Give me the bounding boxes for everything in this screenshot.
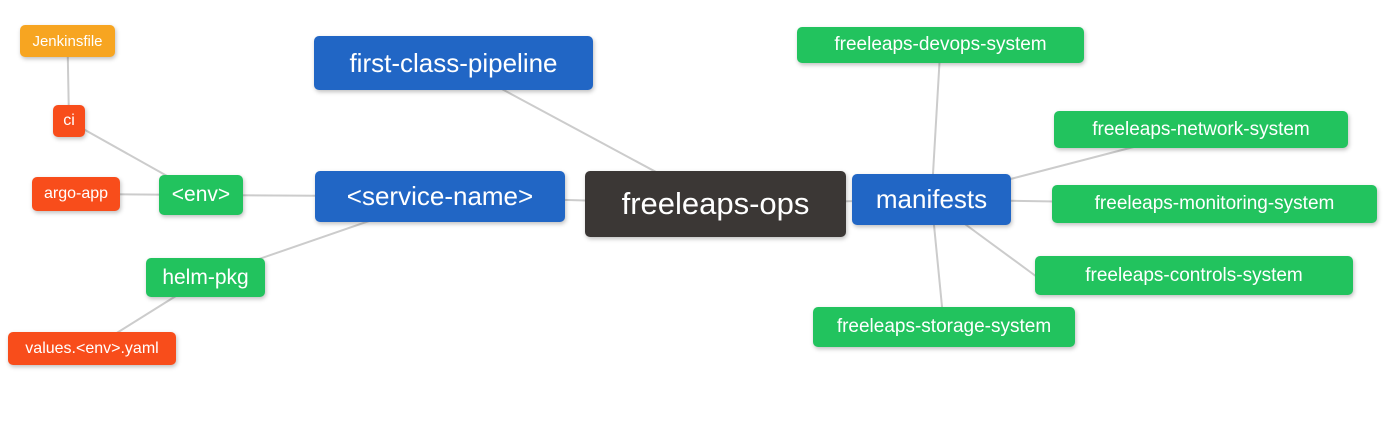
node-label-monitoring: freeleaps-monitoring-system (1094, 193, 1335, 214)
node-monitoring[interactable]: freeleaps-monitoring-system (1052, 185, 1377, 223)
node-label-env: <env> (171, 183, 231, 206)
node-label-argo-app: argo-app (43, 185, 109, 202)
node-controls[interactable]: freeleaps-controls-system (1035, 256, 1353, 295)
node-label-ci: ci (63, 112, 75, 129)
node-label-helm-pkg: helm-pkg (162, 265, 249, 289)
node-ops[interactable]: freeleaps-ops (585, 171, 846, 237)
node-label-network: freeleaps-network-system (1092, 118, 1310, 140)
node-service-name[interactable]: <service-name> (315, 171, 565, 222)
node-label-pipeline: first-class-pipeline (349, 47, 558, 78)
node-label-storage: freeleaps-storage-system (836, 316, 1052, 337)
node-label-values: values.<env>.yaml (25, 339, 159, 357)
node-storage[interactable]: freeleaps-storage-system (813, 307, 1075, 347)
node-ci[interactable]: ci (53, 105, 85, 137)
node-helm-pkg[interactable]: helm-pkg (146, 258, 265, 297)
node-jenkinsfile[interactable]: Jenkinsfile (20, 25, 115, 57)
node-label-manifests: manifests (875, 184, 988, 214)
node-devops[interactable]: freeleaps-devops-system (797, 27, 1084, 63)
node-label-devops: freeleaps-devops-system (834, 34, 1047, 55)
node-label-ops: freeleaps-ops (621, 186, 810, 221)
node-label-service-name: <service-name> (346, 181, 534, 211)
node-values[interactable]: values.<env>.yaml (8, 332, 176, 365)
node-env[interactable]: <env> (159, 175, 243, 215)
node-label-controls: freeleaps-controls-system (1085, 264, 1303, 286)
node-manifests[interactable]: manifests (852, 174, 1011, 225)
edge-devops-manifests (930, 44, 942, 201)
node-network[interactable]: freeleaps-network-system (1054, 111, 1348, 148)
node-pipeline[interactable]: first-class-pipeline (314, 36, 593, 90)
node-label-jenkinsfile: Jenkinsfile (32, 32, 103, 50)
node-argo-app[interactable]: argo-app (32, 177, 120, 211)
